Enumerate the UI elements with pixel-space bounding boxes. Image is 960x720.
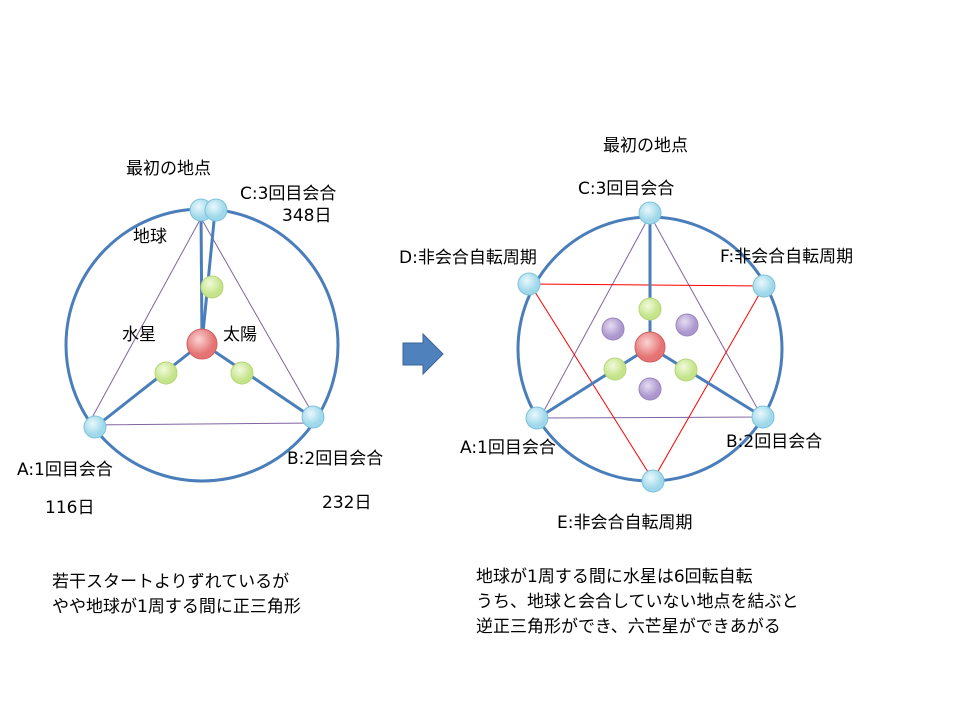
caption-line: やや地球が1周する間に正三角形 — [52, 597, 301, 617]
radius-line — [649, 345, 764, 419]
c-days: 348日 — [282, 206, 331, 226]
c-label: C:3回目会合 — [240, 184, 336, 204]
mercury-label: 水星 — [122, 325, 156, 345]
earth-f — [752, 274, 776, 298]
earth-label: 地球 — [133, 227, 167, 247]
b-days: 232日 — [322, 493, 371, 513]
caption-line: 地球が1周する間に水星は6回転自転 — [476, 567, 753, 587]
earth-c — [638, 201, 662, 225]
caption-line: 逆正三角形ができ、六芒星ができあがる — [476, 617, 781, 637]
mercury — [154, 361, 178, 385]
mercury — [674, 358, 698, 382]
sun — [634, 331, 666, 363]
earth-c — [204, 198, 228, 222]
right-caption: 地球が1周する間に水星は6回転自転 うち、地球と会合していない地点を結ぶと 逆正… — [476, 565, 799, 640]
sun — [186, 328, 218, 360]
b-label: B:2回目会合 — [726, 432, 822, 452]
mercury-alt — [601, 317, 625, 341]
triangle — [87, 216, 319, 426]
caption-line: うち、地球と会合していない地点を結ぶと — [476, 592, 799, 612]
a-label: A:1回目会合 — [460, 438, 556, 458]
left-diagram: 最初の地点 C:3回目会合 348日 地球 水星 太陽 A:1回目会合 116日… — [17, 159, 383, 518]
earth-e — [641, 469, 665, 493]
sun-label: 太陽 — [223, 325, 257, 345]
mercury-alt — [675, 313, 699, 337]
mercury — [638, 297, 662, 321]
e-label: E:非会合自転周期 — [557, 513, 692, 533]
start-label: 最初の地点 — [603, 136, 688, 156]
radius-line — [93, 341, 203, 430]
earth-a — [83, 415, 107, 439]
mercury — [200, 275, 224, 299]
b-label: B:2回目会合 — [287, 449, 383, 469]
left-caption: 若干スタートよりずれているが やや地球が1周する間に正三角形 — [52, 570, 301, 620]
start-label: 最初の地点 — [126, 159, 211, 179]
radius-line — [201, 341, 314, 420]
arrow-right-icon — [402, 332, 444, 376]
caption-line: 若干スタートよりずれているが — [52, 572, 290, 592]
earth-a — [525, 406, 549, 430]
d-label: D:非会合自転周期 — [399, 248, 537, 268]
f-label: F:非会合自転周期 — [720, 247, 853, 267]
triangle — [539, 213, 763, 419]
radius-line — [537, 345, 651, 420]
right-diagram: 最初の地点 C:3回目会合 D:非会合自転周期 F:非会合自転周期 A:1回目会… — [399, 136, 853, 533]
earth-b — [301, 405, 325, 429]
earth-d — [517, 272, 541, 296]
radius-line — [199, 211, 204, 344]
a-label: A:1回目会合 — [17, 460, 113, 480]
mercury — [603, 357, 627, 381]
a-days: 116日 — [45, 498, 94, 518]
mercury — [230, 361, 254, 385]
c-label: C:3回目会合 — [578, 179, 674, 199]
earth-b — [751, 405, 775, 429]
mercury-alt — [638, 377, 662, 401]
